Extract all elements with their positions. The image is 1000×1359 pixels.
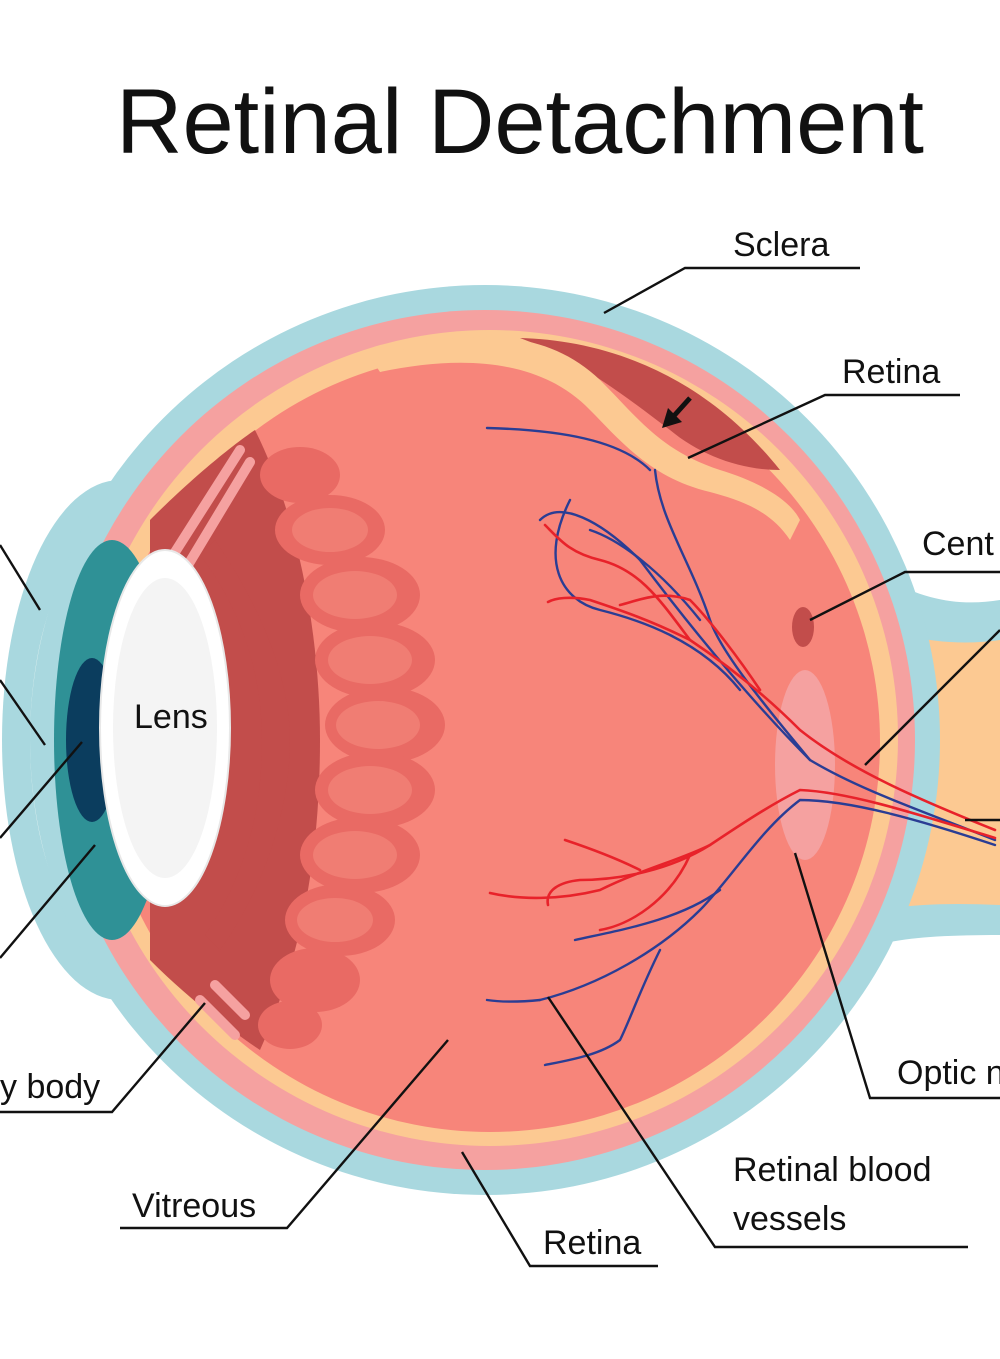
label-lens: Lens — [134, 698, 208, 736]
label-central: Cent — [922, 525, 994, 563]
label-retina-bottom: Retina — [543, 1224, 641, 1262]
macula — [792, 607, 814, 647]
label-sclera: Sclera — [733, 226, 829, 264]
label-retina-top: Retina — [842, 353, 940, 391]
label-blood-vessels-line1: Retinal blood — [733, 1151, 931, 1189]
label-vitreous: Vitreous — [132, 1187, 256, 1225]
optic-disc — [775, 670, 835, 860]
label-optic: Optic n — [897, 1054, 1000, 1092]
label-ciliary-body: y body — [0, 1068, 100, 1106]
diagram-title: Retinal Detachment — [116, 71, 924, 173]
label-blood-vessels-line2: vessels — [733, 1200, 846, 1238]
